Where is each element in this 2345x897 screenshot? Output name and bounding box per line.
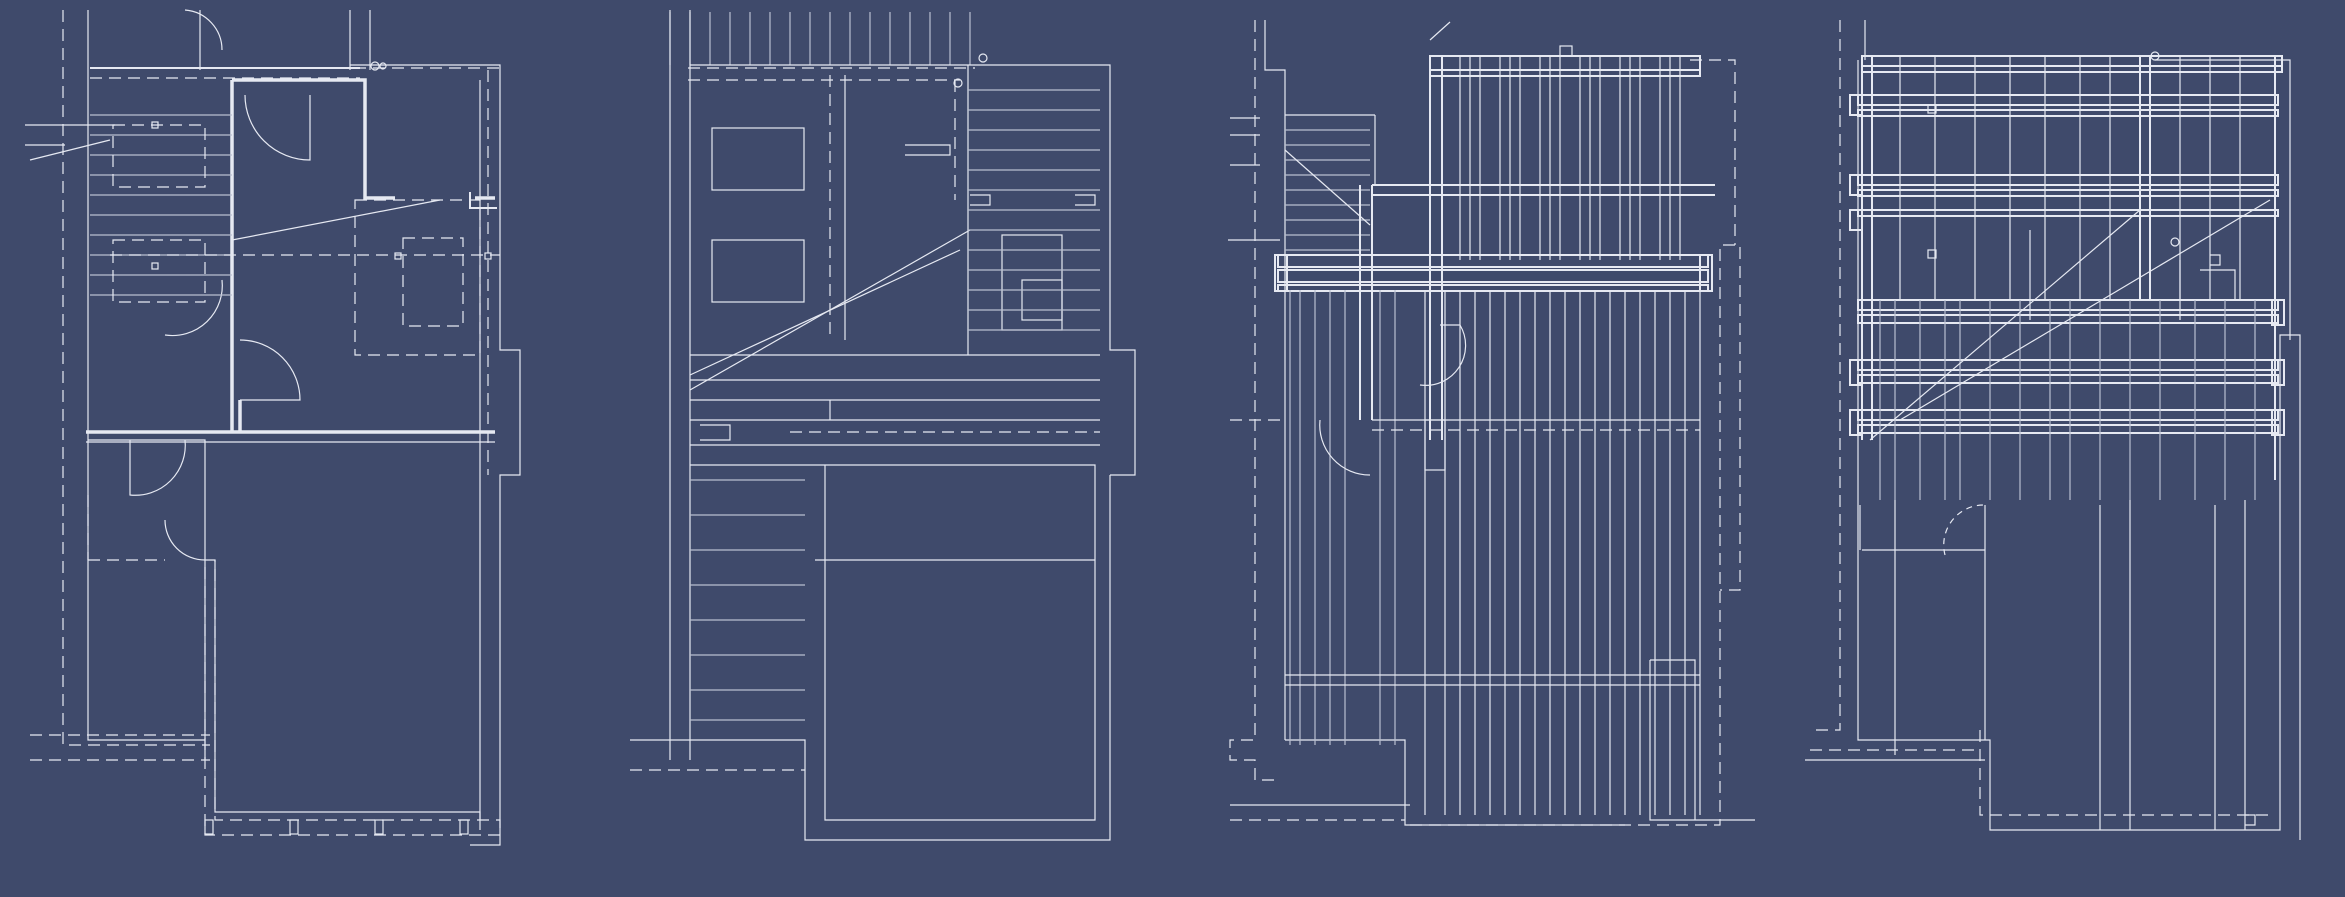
floor-plan-panel-1	[25, 9, 521, 846]
framing-plan-panel-1	[1228, 20, 1755, 826]
floor-plan-panel-2	[630, 10, 1136, 841]
framing-plan-panel-2	[1805, 20, 2301, 840]
